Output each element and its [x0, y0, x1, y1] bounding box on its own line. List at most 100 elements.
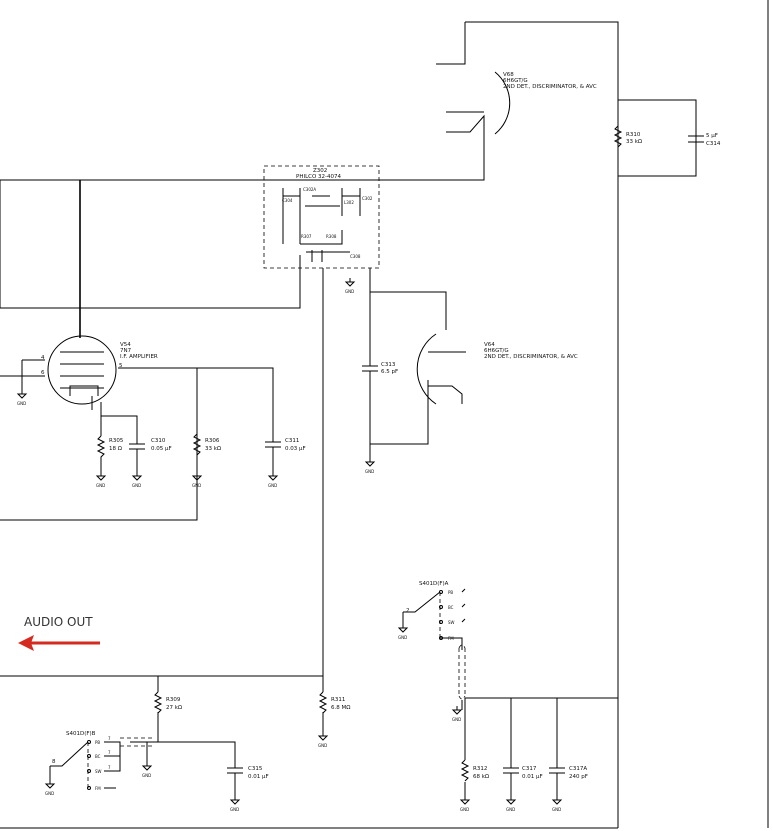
r311-value: 6.8 MΩ — [331, 705, 350, 711]
ground-label: GND — [318, 743, 327, 748]
capacitor-c317 — [503, 762, 519, 780]
r310-value: 33 kΩ — [626, 139, 642, 145]
ground-symbol: GND — [551, 796, 563, 812]
s401dfb-pin-7c: 7 — [108, 765, 111, 770]
r310-ref: R310 — [626, 132, 641, 138]
s401dfb-pin-7a: 7 — [108, 736, 111, 741]
c313-ref: C313 — [381, 362, 396, 368]
ground-symbols: GND GND GND GND GND GND GND GND GND GND GND GND GND G… — [16, 278, 563, 812]
resistor-r312 — [460, 759, 470, 782]
r305-value: 18 Ω — [109, 446, 122, 452]
capacitor-c314 — [688, 126, 704, 152]
r306-ref: R306 — [205, 438, 220, 444]
ground-label: GND — [452, 717, 461, 722]
c311-value: 0.03 µF — [285, 446, 306, 452]
c311-ref: C311 — [285, 438, 299, 444]
s401dfb-pin-7b: 7 — [108, 750, 111, 755]
s401dfa-pos-sw: SW — [448, 620, 455, 625]
resistor-r305 — [96, 435, 106, 476]
capacitor-c311 — [265, 435, 281, 476]
ground-symbol: GND — [397, 624, 409, 640]
s401dfb-pos-bc: BC — [95, 754, 101, 759]
c315-ref: C315 — [248, 766, 263, 772]
v54-ref: V54 — [120, 342, 131, 348]
c310-value: 0.05 µF — [151, 446, 172, 452]
ground-label: GND — [552, 807, 561, 812]
v64-function: 2ND DET., DISCRIMINATOR, & AVC — [484, 354, 578, 360]
c317-value: 0.01 µF — [522, 774, 543, 780]
r305-ref: R305 — [109, 438, 124, 444]
v54-function: I.F. AMPLIFIER — [120, 354, 158, 360]
v68-ref: V68 — [503, 72, 514, 78]
s401dfa-pos-bc: BC — [448, 605, 454, 610]
ground-label: GND — [398, 635, 407, 640]
c310-ref: C310 — [151, 438, 166, 444]
z302-ref: Z302 — [313, 168, 327, 174]
r312-value: 68 kΩ — [473, 774, 489, 780]
s401dfa-pos-pb: PB — [448, 590, 453, 595]
capacitor-c315 — [227, 762, 243, 782]
audio-out-label: AUDIO OUT — [24, 615, 93, 629]
svg-text:R307: R307 — [301, 234, 312, 239]
s401dfb-ref: S401D(F)B — [66, 731, 96, 737]
ground-label: GND — [230, 807, 239, 812]
c317-ref: C317 — [522, 766, 537, 772]
c313-value: 6.5 pF — [381, 369, 398, 375]
r306-value: 33 kΩ — [205, 446, 221, 452]
ground-label: GND — [506, 807, 515, 812]
ground-symbol: GND — [317, 732, 329, 748]
ground-label: GND — [142, 773, 151, 778]
switch-s401dfa: S401D(F)A 2 PB BC SW FM — [403, 581, 466, 641]
ground-symbol: GND — [267, 472, 279, 488]
ground-label: GND — [345, 289, 354, 294]
ground-symbol: GND — [505, 796, 517, 812]
ground-symbol: GND — [364, 458, 376, 474]
v54-pin-4: 4 — [41, 355, 45, 361]
v54-type: 7N7 — [120, 348, 132, 354]
ground-symbol: GND — [131, 472, 143, 488]
resistor-r306 — [192, 433, 202, 476]
svg-text:C308: C308 — [350, 254, 361, 259]
v54-pin-5: 5 — [119, 363, 123, 369]
c314-ref: C314 — [706, 141, 721, 147]
ground-label: GND — [45, 791, 54, 796]
ground-label: GND — [192, 483, 201, 488]
component-labels: R310 33 kΩ 5 µF C314 C313 6.5 pF R305 18… — [109, 132, 721, 780]
tube-v54: 4 6 5 V54 7N7 I.F. AMPLIFIER — [41, 335, 158, 405]
r309-ref: R309 — [166, 697, 181, 703]
resistor-r309 — [153, 691, 163, 714]
svg-text:C302: C302 — [362, 196, 373, 201]
c317a-ref: C317A — [569, 766, 587, 772]
ground-label: GND — [268, 483, 277, 488]
z302-part: PHILCO 32-4074 — [296, 174, 342, 180]
resistor-r311 — [318, 691, 328, 714]
v68-function: 2ND DET., DISCRIMINATOR, & AVC — [503, 84, 597, 90]
audio-out-indicator: AUDIO OUT — [18, 615, 100, 651]
r309-value: 27 kΩ — [166, 705, 182, 711]
svg-text:L302: L302 — [344, 200, 354, 205]
ground-symbol: GND — [229, 796, 241, 812]
v64-type: 6H6GT/G — [484, 348, 509, 354]
ground-label: GND — [132, 483, 141, 488]
c317a-value: 240 pF — [569, 774, 588, 780]
ground-symbol: GND — [451, 706, 463, 722]
svg-text:C304: C304 — [282, 198, 293, 203]
s401dfb-pos-sw: SW — [95, 769, 102, 774]
r312-ref: R312 — [473, 766, 487, 772]
s401dfb-pos-pb: PB — [95, 740, 100, 745]
tube-v68: V68 6H6GT/G 2ND DET., DISCRIMINATOR, & A… — [436, 60, 597, 138]
svg-text:C302A: C302A — [303, 187, 316, 192]
c314-value: 5 µF — [706, 133, 718, 139]
transformer-z302: Z302 PHILCO 32-4074 C302A L302 C302 C304… — [263, 165, 380, 269]
ground-label: GND — [460, 807, 469, 812]
ground-symbol: GND — [16, 390, 28, 406]
ground-label: GND — [96, 483, 105, 488]
s401dfb-pin: 8 — [52, 759, 56, 765]
s401dfb-pos-fm: FM — [95, 786, 101, 791]
audio-out-arrowhead — [18, 635, 34, 651]
switch-s401dfb: S401D(F)B 8 PB BC SW FM 7 7 7 — [49, 731, 152, 791]
s401dfa-pin: 2 — [406, 608, 410, 614]
v68-type: 6H6GT/G — [503, 78, 528, 84]
ground-label: GND — [17, 401, 26, 406]
